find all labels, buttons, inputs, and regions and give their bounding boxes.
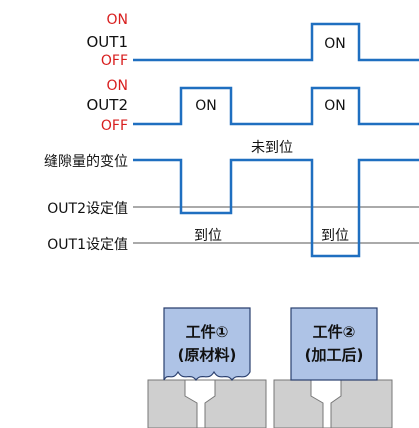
out2-on-label: ON [107,78,129,94]
out1-signal-line [133,22,419,62]
out2-pulse1-label: ON [195,98,217,114]
out2-threshold-label: OUT2设定值 [47,201,128,217]
out2-pulse2-label: ON [324,98,346,114]
reached-label-1: 到位 [194,228,222,244]
workpiece-2-name: 工件② [313,323,356,341]
out2-signal-line [133,86,419,126]
out1-name-label: OUT1 [87,33,129,51]
workpiece-1 [163,307,251,381]
displacement-signal-line [133,158,419,258]
workpiece-1-material: (原材料) [178,346,237,364]
out1-threshold-label: OUT1设定值 [47,237,128,253]
out1-pulse-label: ON [324,36,346,52]
workpiece-1-name: 工件① [186,323,229,341]
workpiece-2 [290,307,378,381]
out2-name-label: OUT2 [87,96,129,114]
workpiece-2-material: (加工后) [305,346,364,364]
displacement-label: 缝隙量的变位 [44,154,128,170]
out1-on-label: ON [107,12,129,28]
reached-label-2: 到位 [321,228,349,244]
out1-off-label: OFF [101,53,128,69]
out2-off-label: OFF [101,118,128,134]
not-reached-label: 未到位 [251,140,293,156]
fixture-left-slot [184,379,216,428]
fixture-right-slot [310,379,342,428]
